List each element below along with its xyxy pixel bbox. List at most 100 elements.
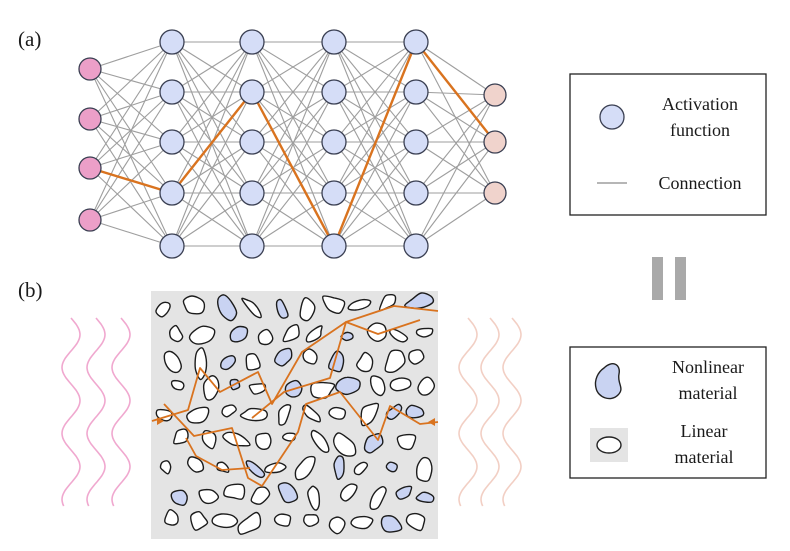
linear-particle-83 [273, 513, 292, 527]
linear-particle-53 [255, 432, 272, 450]
connection-l2-n2-to-n0 [251, 41, 335, 143]
hidden-node-l2-3 [239, 180, 265, 206]
linear-particle-81 [211, 513, 239, 529]
hidden-node-l4-0 [403, 29, 429, 55]
connection-l0-n0-to-n4 [89, 68, 173, 247]
nonlinear-particle-12 [229, 325, 249, 343]
connection-l0-n3-to-n3 [89, 192, 173, 221]
linear-particle-66 [353, 461, 369, 476]
linear-particle-46 [328, 406, 347, 420]
linear-particle-38 [389, 377, 412, 392]
connection-l0-n1-to-n4 [89, 118, 173, 247]
connection-l4-n4-to-n2 [415, 192, 496, 247]
connection-l4-n3-to-n1 [415, 141, 496, 194]
linear-particle-30 [170, 379, 185, 391]
panel-b-label: (b) [18, 278, 43, 302]
linear-particle-72 [250, 486, 271, 505]
input-node-l0-1 [78, 107, 102, 131]
legend-linear-icon [596, 436, 622, 454]
network-nodes [78, 29, 507, 259]
linear-particle-60 [186, 456, 205, 473]
hidden-node-l1-2 [159, 129, 185, 155]
entry-arrowhead [157, 417, 164, 425]
connection-l1-n4-to-n1 [171, 91, 253, 247]
nonlinear-particle-73 [277, 482, 299, 504]
linear-particle-39 [417, 376, 436, 396]
highlight-segment-4 [414, 40, 497, 144]
connection-l0-n1-to-n0 [89, 41, 173, 120]
linear-particle-76 [369, 486, 387, 511]
linear-particle-47 [360, 402, 380, 427]
highlight-segment-3 [332, 40, 418, 248]
output-wave-0 [458, 317, 478, 507]
legend-linear-label-1: Linear [681, 421, 728, 441]
linear-particle-80 [189, 510, 209, 531]
hidden-node-l1-0 [159, 29, 185, 55]
connection-l3-n3-to-n2 [333, 141, 417, 194]
connection-l3-n1-to-n0 [333, 41, 417, 93]
hidden-node-l4-1 [403, 79, 429, 105]
linear-particle-31 [202, 375, 220, 401]
connection-l2-n3-to-n0 [251, 41, 335, 194]
incident-wave-0 [61, 317, 81, 507]
connection-l4-n4-to-n0 [415, 94, 496, 247]
nonlinear-particle-4 [275, 298, 289, 319]
incident-wave-2 [111, 317, 131, 507]
linear-particle-71 [223, 483, 246, 500]
nonlinear-particle-62 [245, 460, 266, 479]
highlight-segment-2 [250, 90, 336, 248]
incident-waves [61, 317, 131, 507]
linear-particle-20 [163, 350, 183, 374]
output-wave-2 [502, 317, 522, 507]
legend-network-box [569, 73, 767, 216]
linear-particle-56 [332, 432, 357, 457]
linear-particle-13 [257, 328, 274, 346]
linear-particle-17 [366, 322, 387, 343]
connection-l0-n2-to-n0 [89, 41, 173, 169]
linear-particle-84 [303, 514, 320, 527]
legend-material: Nonlinear material Linear material [569, 346, 767, 479]
linear-particle-55 [310, 429, 330, 453]
connection-l1-n4-to-n2 [171, 141, 253, 247]
connection-l3-n4-to-n3 [333, 192, 417, 247]
linear-particle-37 [370, 375, 386, 397]
connection-l2-n3-to-n1 [251, 91, 335, 194]
connection-l2-n4-to-n2 [251, 141, 335, 247]
output-wave-1 [480, 317, 500, 507]
nonlinear-particle-65 [333, 455, 345, 481]
linear-particle-28 [384, 349, 406, 374]
panel-a-label: (a) [18, 27, 41, 51]
legend-linear-label-2: material [675, 447, 734, 467]
linear-particle-25 [302, 348, 318, 365]
nonlinear-particle-67 [385, 461, 398, 473]
legend-activation-icon [599, 104, 625, 130]
linear-particle-85 [328, 516, 346, 535]
nonlinear-particle-77 [395, 485, 413, 500]
linear-particle-44 [277, 404, 292, 426]
linear-particle-58 [396, 433, 417, 451]
hidden-node-l3-1 [321, 79, 347, 105]
linear-particle-59 [159, 460, 172, 475]
highlight-segment-1 [170, 90, 254, 195]
linear-particle-68 [415, 456, 433, 483]
hidden-node-l2-1 [239, 79, 265, 105]
legend-network: Activation function Connection [569, 73, 767, 216]
scattering-path-1 [163, 391, 439, 487]
linear-particle-45 [302, 404, 321, 423]
linear-particle-41 [186, 406, 210, 424]
linear-particle-14 [282, 323, 300, 343]
connection-l3-n4-to-n2 [333, 141, 417, 247]
connection-l3-n4-to-n1 [333, 91, 417, 247]
particle-layer [155, 292, 436, 535]
scattering-path-2 [251, 319, 421, 419]
linear-particle-0 [155, 301, 171, 318]
equivalence-bar-right [675, 257, 686, 300]
linear-particle-42 [221, 404, 237, 418]
hidden-node-l1-1 [159, 79, 185, 105]
linear-particle-86 [350, 515, 374, 530]
connection-l1-n3-to-n0 [171, 41, 253, 194]
nonlinear-particle-24 [274, 347, 293, 367]
linear-particle-88 [405, 512, 426, 532]
connection-l1-n1-to-n0 [171, 41, 253, 93]
